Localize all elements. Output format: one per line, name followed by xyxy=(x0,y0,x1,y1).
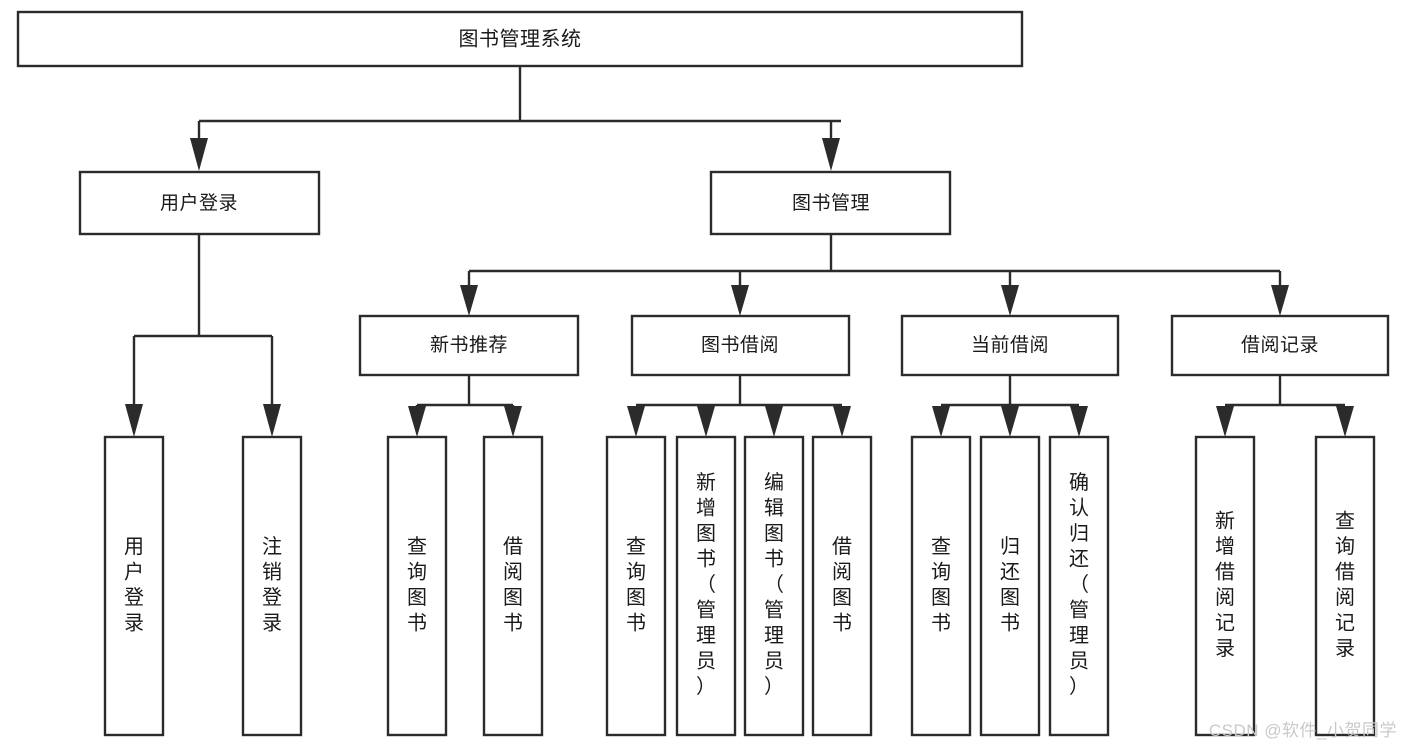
node-root-label: 图书管理系统 xyxy=(459,27,582,50)
leaf-box[interactable] xyxy=(386,435,448,737)
leaf-node[interactable]: 归还图书 xyxy=(979,435,1041,737)
leaf-box[interactable] xyxy=(743,435,805,737)
leaf-label: 用户登录 xyxy=(124,536,144,635)
arrow-head-icon xyxy=(765,406,783,437)
node-root-box[interactable] xyxy=(16,10,1024,68)
leaf-label: 新增图书（管理员） xyxy=(696,471,716,698)
connector-userlogin-to-leaves xyxy=(125,234,281,437)
arrow-head-icon xyxy=(1001,406,1019,437)
node-user-login-box[interactable] xyxy=(78,170,321,236)
node-book-borrow-label: 图书借阅 xyxy=(701,334,779,356)
leaf-label: 注销登录 xyxy=(262,535,282,635)
leaf-label: 归还图书 xyxy=(1000,535,1020,635)
leaf-box[interactable] xyxy=(1314,435,1376,737)
leaf-label: 借阅图书 xyxy=(503,535,523,635)
connector-root-to-level2 xyxy=(190,66,841,171)
leaf-node[interactable]: 用户登录 xyxy=(103,435,165,737)
arrow-head-icon xyxy=(627,406,645,437)
arrow-head-icon xyxy=(1216,406,1234,437)
leaf-label: 查询图书 xyxy=(407,535,427,635)
leaf-node[interactable]: 查询借阅记录 xyxy=(1314,435,1376,737)
leaf-box[interactable] xyxy=(979,435,1041,737)
node-new-book-recommend-label: 新书推荐 xyxy=(430,334,508,356)
node-current-borrow[interactable]: 当前借阅 xyxy=(900,314,1120,377)
leaf-label: 确认归还（管理员） xyxy=(1069,471,1089,698)
arrow-head-icon xyxy=(460,285,478,316)
leaf-label: 新增借阅记录 xyxy=(1215,510,1235,661)
connector-bookmgmt-to-level3 xyxy=(460,234,1289,316)
arrow-head-icon xyxy=(1271,285,1289,316)
leaf-node[interactable]: 借阅图书 xyxy=(482,435,544,737)
node-root[interactable]: 图书管理系统 xyxy=(16,10,1024,68)
arrow-head-icon xyxy=(822,138,840,171)
arrow-head-icon xyxy=(125,404,143,437)
node-book-borrow-box[interactable] xyxy=(630,314,851,377)
connector-newbook-to-leaves xyxy=(408,375,522,437)
leaf-node[interactable]: 查询图书 xyxy=(910,435,972,737)
leaf-box[interactable] xyxy=(1048,435,1110,737)
leaf-node[interactable]: 借阅图书 xyxy=(811,435,873,737)
node-current-borrow-label: 当前借阅 xyxy=(971,334,1049,356)
leaf-node[interactable]: 查询图书 xyxy=(605,435,667,737)
leaf-label: 查询借阅记录 xyxy=(1335,510,1355,661)
node-book-management-box[interactable] xyxy=(709,170,952,236)
connector-borrowrecord-to-leaves xyxy=(1216,375,1354,437)
arrow-head-icon xyxy=(932,406,950,437)
leaf-node[interactable]: 确认归还（管理员） xyxy=(1048,435,1110,737)
leaf-box[interactable] xyxy=(811,435,873,737)
connector-bookborrow-to-leaves xyxy=(627,375,851,437)
leaf-label: 查询图书 xyxy=(626,535,646,635)
watermark: CSDN @软件_小贺同学 xyxy=(1208,721,1397,740)
node-book-management-label: 图书管理 xyxy=(792,192,870,214)
leaf-box[interactable] xyxy=(241,435,303,737)
leaf-label: 查询图书 xyxy=(931,535,951,635)
node-new-book-recommend[interactable]: 新书推荐 xyxy=(358,314,580,377)
node-new-book-recommend-box[interactable] xyxy=(358,314,580,377)
arrow-head-icon xyxy=(190,138,208,171)
arrow-head-icon xyxy=(263,404,281,437)
leaf-node[interactable]: 编辑图书（管理员） xyxy=(743,435,805,737)
leaf-box[interactable] xyxy=(1194,435,1256,737)
arrow-head-icon xyxy=(408,406,426,437)
leaf-box[interactable] xyxy=(103,435,165,737)
leaf-label: 借阅图书 xyxy=(832,535,852,635)
node-book-borrow[interactable]: 图书借阅 xyxy=(630,314,851,377)
arrow-head-icon xyxy=(833,406,851,437)
node-borrow-record-box[interactable] xyxy=(1170,314,1390,377)
leaf-label: 编辑图书（管理员） xyxy=(764,471,784,698)
leaf-node[interactable]: 注销登录 xyxy=(241,435,303,737)
leaf-box[interactable] xyxy=(910,435,972,737)
leaf-node[interactable]: 新增借阅记录 xyxy=(1194,435,1256,737)
leaf-box[interactable] xyxy=(675,435,737,737)
node-borrow-record[interactable]: 借阅记录 xyxy=(1170,314,1390,377)
arrow-head-icon xyxy=(1070,406,1088,437)
arrow-head-icon xyxy=(697,406,715,437)
leaf-node[interactable]: 查询图书 xyxy=(386,435,448,737)
arrow-head-icon xyxy=(1336,406,1354,437)
leaf-box[interactable] xyxy=(605,435,667,737)
node-current-borrow-box[interactable] xyxy=(900,314,1120,377)
node-borrow-record-label: 借阅记录 xyxy=(1241,334,1319,356)
node-user-login-label: 用户登录 xyxy=(160,192,238,214)
connector-currentborrow-to-leaves xyxy=(932,375,1088,437)
arrow-head-icon xyxy=(504,406,522,437)
node-user-login[interactable]: 用户登录 xyxy=(78,170,321,236)
arrow-head-icon xyxy=(731,285,749,316)
leaf-box[interactable] xyxy=(482,435,544,737)
arrow-head-icon xyxy=(1001,285,1019,316)
node-book-management[interactable]: 图书管理 xyxy=(709,170,952,236)
leaf-node[interactable]: 新增图书（管理员） xyxy=(675,435,737,737)
